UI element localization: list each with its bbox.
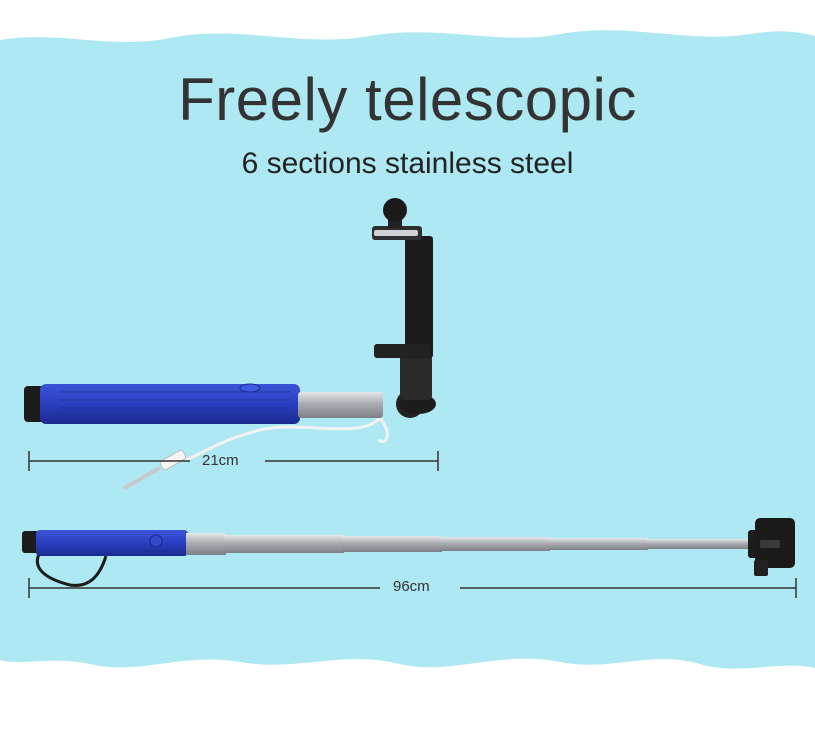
shutter-button bbox=[149, 534, 163, 548]
extended-length-label: 96cm bbox=[393, 578, 430, 595]
wrist-strap bbox=[36, 551, 108, 587]
end-cap bbox=[24, 386, 44, 422]
selfie-stick-extended bbox=[22, 518, 795, 587]
shutter-button bbox=[239, 383, 261, 393]
phone-clamp bbox=[372, 198, 433, 400]
handle bbox=[36, 530, 188, 556]
page-subtitle: 6 sections stainless steel bbox=[241, 147, 574, 180]
audio-jack bbox=[123, 449, 187, 490]
audio-cable bbox=[184, 416, 382, 462]
metal-shaft bbox=[298, 392, 383, 418]
selfie-stick-folded bbox=[24, 198, 436, 490]
dimension-line-extended bbox=[28, 578, 797, 598]
dimension-line-folded bbox=[28, 451, 439, 471]
phone-clamp bbox=[748, 518, 795, 576]
folded-length-label: 21cm bbox=[202, 452, 239, 469]
page-title: Freely telescopic bbox=[178, 66, 637, 133]
handle bbox=[40, 384, 300, 424]
